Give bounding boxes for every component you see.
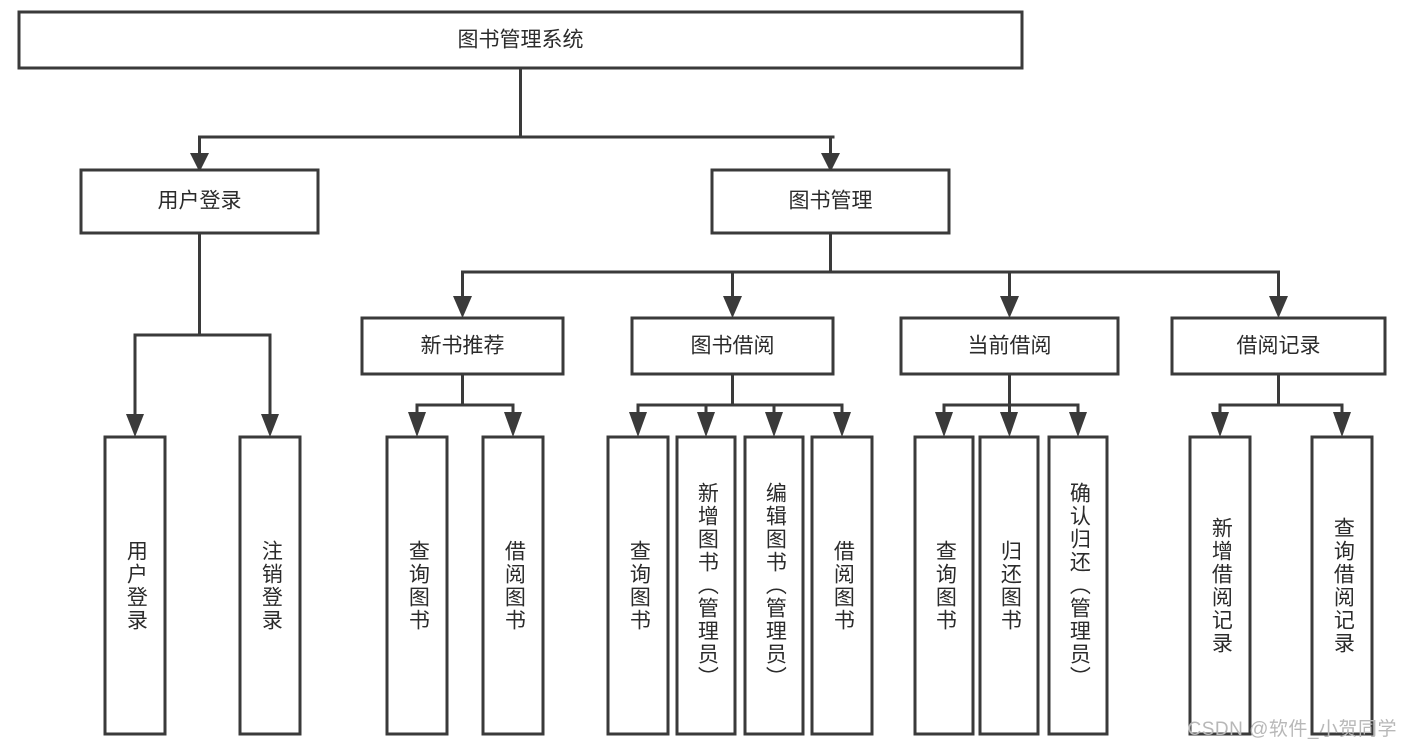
- node-new-book-recommend-box[interactable]: [360, 316, 565, 376]
- arrowhead-borrow-record: [1269, 296, 1288, 318]
- node-borrow-record[interactable]: 借阅记录: [1170, 316, 1387, 376]
- node-current-borrow-label: 当前借阅: [968, 335, 1052, 358]
- arrowhead-current-borrow: [1000, 296, 1019, 318]
- arrowhead-leaf-add-book: [697, 412, 715, 437]
- arrowhead-leaf-borrow-book-1: [504, 412, 522, 437]
- arrowhead-leaf-query-book-1: [408, 412, 426, 437]
- node-leaf-add-record-box[interactable]: [1188, 435, 1252, 736]
- node-book-borrow-box[interactable]: [630, 316, 835, 376]
- node-book-borrow[interactable]: 图书借阅: [630, 316, 835, 376]
- node-leaf-query-book-1-box[interactable]: [385, 435, 449, 736]
- arrowhead-leaf-confirm-return: [1069, 412, 1087, 437]
- node-borrow-record-label: 借阅记录: [1237, 335, 1321, 358]
- arrowhead-leaf-user-login: [126, 414, 144, 437]
- connectors-layer: [126, 66, 1351, 437]
- watermark: CSDN @软件_小贺同学: [1187, 719, 1397, 740]
- node-leaf-user-login-box[interactable]: [103, 435, 167, 736]
- node-new-book-recommend[interactable]: 新书推荐: [360, 316, 565, 376]
- node-leaf-query-record-box[interactable]: [1310, 435, 1374, 736]
- arrowhead-leaf-edit-book: [765, 412, 783, 437]
- node-leaf-borrow-book-2-box[interactable]: [810, 435, 874, 736]
- arrowhead-leaf-add-record: [1211, 412, 1229, 437]
- node-leaf-user-logout-box[interactable]: [238, 435, 302, 736]
- arrowhead-book-management: [821, 153, 840, 172]
- node-current-borrow[interactable]: 当前借阅: [899, 316, 1120, 376]
- arrowhead-leaf-user-logout: [261, 414, 279, 437]
- node-leaf-borrow-book-1-box[interactable]: [481, 435, 545, 736]
- arrowhead-leaf-query-book-2: [629, 412, 647, 437]
- arrowhead-leaf-borrow-book-2: [833, 412, 851, 437]
- node-leaf-return-book-box[interactable]: [978, 435, 1040, 736]
- node-leaf-query-book-2-box[interactable]: [606, 435, 670, 736]
- arrowhead-leaf-return-book: [1000, 412, 1018, 437]
- node-leaf-edit-book-box[interactable]: [743, 435, 805, 736]
- node-book-management[interactable]: 图书管理: [710, 168, 951, 235]
- nodes-layer: 图书管理系统 用户登录 图书管理 新书推荐 图书借阅 当前: [17, 10, 1387, 736]
- arrowhead-user-login: [190, 153, 209, 172]
- arrowhead-leaf-query-record: [1333, 412, 1351, 437]
- node-book-management-label: 图书管理: [789, 190, 873, 213]
- arrowhead-leaf-query-book-3: [935, 412, 953, 437]
- arrowhead-book-borrow: [723, 296, 742, 318]
- node-user-login-box[interactable]: [79, 168, 320, 235]
- node-book-borrow-label: 图书借阅: [691, 335, 775, 358]
- node-user-login-label: 用户登录: [158, 190, 242, 213]
- node-root[interactable]: 图书管理系统: [17, 10, 1024, 70]
- node-leaf-add-book-box[interactable]: [675, 435, 737, 736]
- node-leaf-query-book-3-box[interactable]: [913, 435, 975, 736]
- node-borrow-record-box[interactable]: [1170, 316, 1387, 376]
- arrowhead-new-book-recommend: [453, 296, 472, 318]
- node-user-login[interactable]: 用户登录: [79, 168, 320, 235]
- node-current-borrow-box[interactable]: [899, 316, 1120, 376]
- node-book-management-box[interactable]: [710, 168, 951, 235]
- node-root-label: 图书管理系统: [458, 29, 584, 52]
- node-new-book-recommend-label: 新书推荐: [421, 335, 505, 358]
- node-root-box[interactable]: [17, 10, 1024, 70]
- node-leaf-confirm-return-box[interactable]: [1047, 435, 1109, 736]
